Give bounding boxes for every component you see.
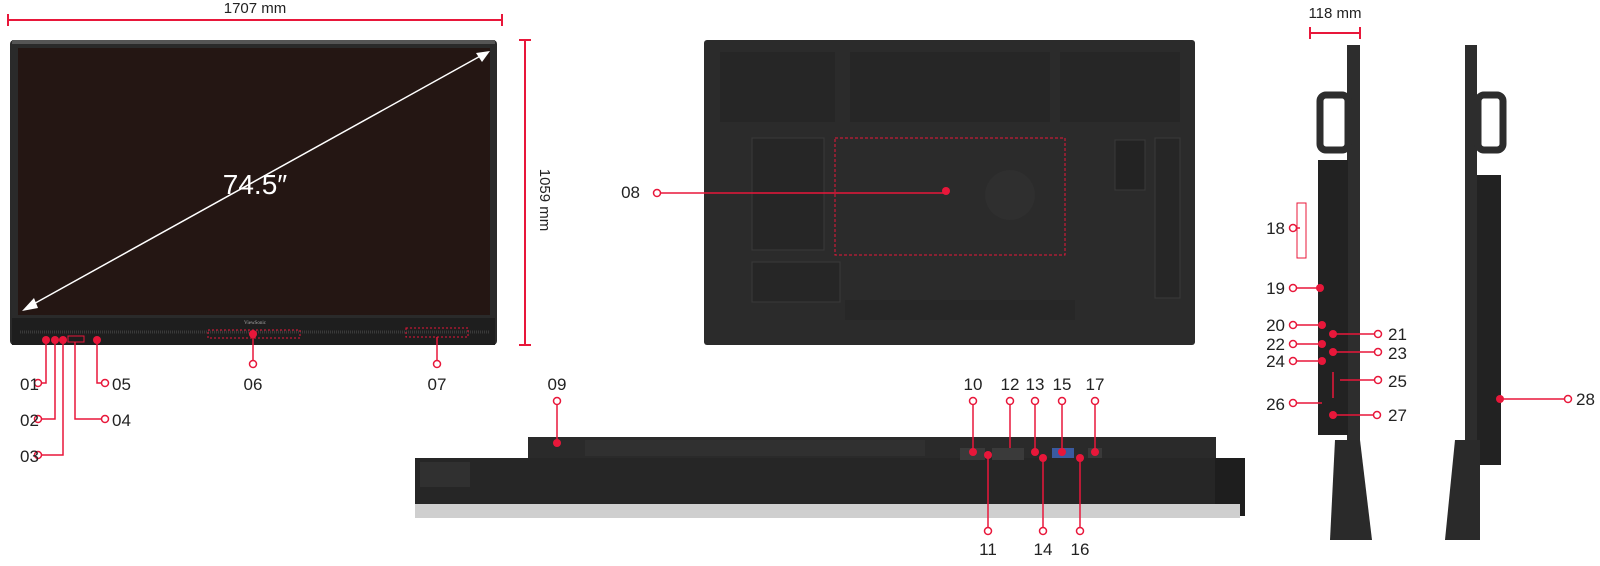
callout-marker-circle [1288, 398, 1298, 408]
depth-label: 118 mm [1308, 5, 1361, 22]
callout-label-25: 25 [1388, 372, 1407, 391]
callout-point-dot [249, 330, 257, 338]
callout-point-dot [984, 451, 992, 459]
callout-point-dot [1039, 454, 1047, 462]
callouts: 01 02 03 04 05 06 07 08 09 10 11 12 13 14 15 16 17 18 19 20… [20, 183, 1595, 559]
callout-label-01: 01 [20, 375, 39, 394]
callout-point-dot [93, 336, 101, 344]
callout-marker-circle [968, 396, 978, 406]
callout-point-dot [1318, 340, 1326, 348]
callout-leader-line [74, 342, 101, 420]
callout-marker-circle [1057, 396, 1067, 406]
callout-point-dot [1076, 454, 1084, 462]
callout-point-dot [1318, 357, 1326, 365]
callout-label-05: 05 [112, 375, 131, 394]
callout-point-dot [1318, 321, 1326, 329]
callout-label-13: 13 [1026, 375, 1045, 394]
callout-point-dot [1496, 395, 1504, 403]
diagonal-label: 74.5″ [223, 169, 287, 200]
callout-marker-circle [1563, 394, 1573, 404]
callout-marker-circle [652, 188, 662, 198]
callout-label-09: 09 [548, 375, 567, 394]
callout-marker-circle [1288, 339, 1298, 349]
callout-point-dot [1091, 448, 1099, 456]
callout-point-dot [1329, 348, 1337, 356]
height-label: 1059 mm [536, 169, 553, 232]
callout-point-dot [51, 336, 59, 344]
callout-label-20: 20 [1266, 316, 1285, 335]
callout-label-27: 27 [1388, 406, 1407, 425]
callout-label-14: 14 [1034, 540, 1053, 559]
callout-label-07: 07 [428, 375, 447, 394]
callout-leader-line [1332, 372, 1374, 398]
callout-point-dot [59, 336, 67, 344]
callout-point-dot [1316, 284, 1324, 292]
callout-marker-circle [1288, 223, 1298, 233]
callout-label-15: 15 [1053, 375, 1072, 394]
callout-marker-circle [1030, 396, 1040, 406]
callout-label-16: 16 [1071, 540, 1090, 559]
bottom-body [415, 458, 1240, 506]
callout-marker-circle [1288, 283, 1298, 293]
callout-marker-circle [552, 396, 562, 406]
callout-label-11: 11 [979, 540, 997, 559]
callout-marker-circle [1288, 356, 1298, 366]
callout-point-dot [1058, 448, 1066, 456]
callout-marker-circle [1372, 410, 1382, 420]
width-label: 1707 mm [224, 0, 287, 17]
front-view: 1707 mm ViewSonic 74.5″ 1059 mm [7, 0, 553, 346]
callout-leader-line [96, 340, 101, 384]
callout-leader-line [42, 340, 64, 456]
callout-point-dot [969, 448, 977, 456]
callout-marker-circle [33, 378, 43, 388]
callout-point-dot [1329, 411, 1337, 419]
callout-marker-circle [1005, 396, 1015, 406]
callout-marker-circle [432, 359, 442, 369]
callout-label-04: 04 [112, 411, 131, 430]
callout-label-28: 28 [1576, 390, 1595, 409]
callout-label-26: 26 [1266, 395, 1285, 414]
brand-logo: ViewSonic [244, 321, 267, 326]
callout-marker-circle [1038, 526, 1048, 536]
side-view-left: 118 mm [1296, 5, 1372, 540]
callout-marker-circle [1288, 320, 1298, 330]
callout-label-17: 17 [1086, 375, 1105, 394]
callout-label-19: 19 [1266, 279, 1285, 298]
callout-marker-circle [33, 414, 43, 424]
callout-marker-circle [983, 526, 993, 536]
callout-marker-circle [1373, 329, 1383, 339]
callout-label-06: 06 [244, 375, 263, 394]
callout-label-23: 23 [1388, 344, 1407, 363]
callout-point-dot [1329, 330, 1337, 338]
callout-marker-circle [1373, 375, 1383, 385]
callout-leader-line [42, 340, 56, 420]
callout-label-02: 02 [20, 411, 39, 430]
callout-label-03: 03 [20, 447, 39, 466]
callout-marker-circle [1090, 396, 1100, 406]
side-view-right [1445, 45, 1507, 540]
callout-label-22: 22 [1266, 335, 1285, 354]
callout-label-08: 08 [621, 183, 640, 202]
callout-label-21: 21 [1388, 325, 1407, 344]
callout-marker-circle [100, 378, 110, 388]
diagonal-arrow [29, 53, 485, 307]
callout-point-dot [942, 187, 950, 195]
back-panel-highlight [834, 137, 1066, 256]
callout-label-18: 18 [1266, 219, 1285, 238]
callout-point-dot [553, 439, 561, 447]
callout-marker-circle [33, 450, 43, 460]
bottom-view [415, 437, 1245, 518]
callout-marker-circle [248, 359, 258, 369]
callout-label-10: 10 [964, 375, 983, 394]
callout-point-dot [1031, 448, 1039, 456]
callout-marker-circle [1373, 347, 1383, 357]
callout-marker-circle [1075, 526, 1085, 536]
callout-leader-line [42, 340, 47, 384]
callout-label-12: 12 [1001, 375, 1020, 394]
callout-marker-circle [100, 414, 110, 424]
callout-point-dot [42, 336, 50, 344]
callout-label-24: 24 [1266, 352, 1285, 371]
bottom-trim [415, 504, 1240, 518]
